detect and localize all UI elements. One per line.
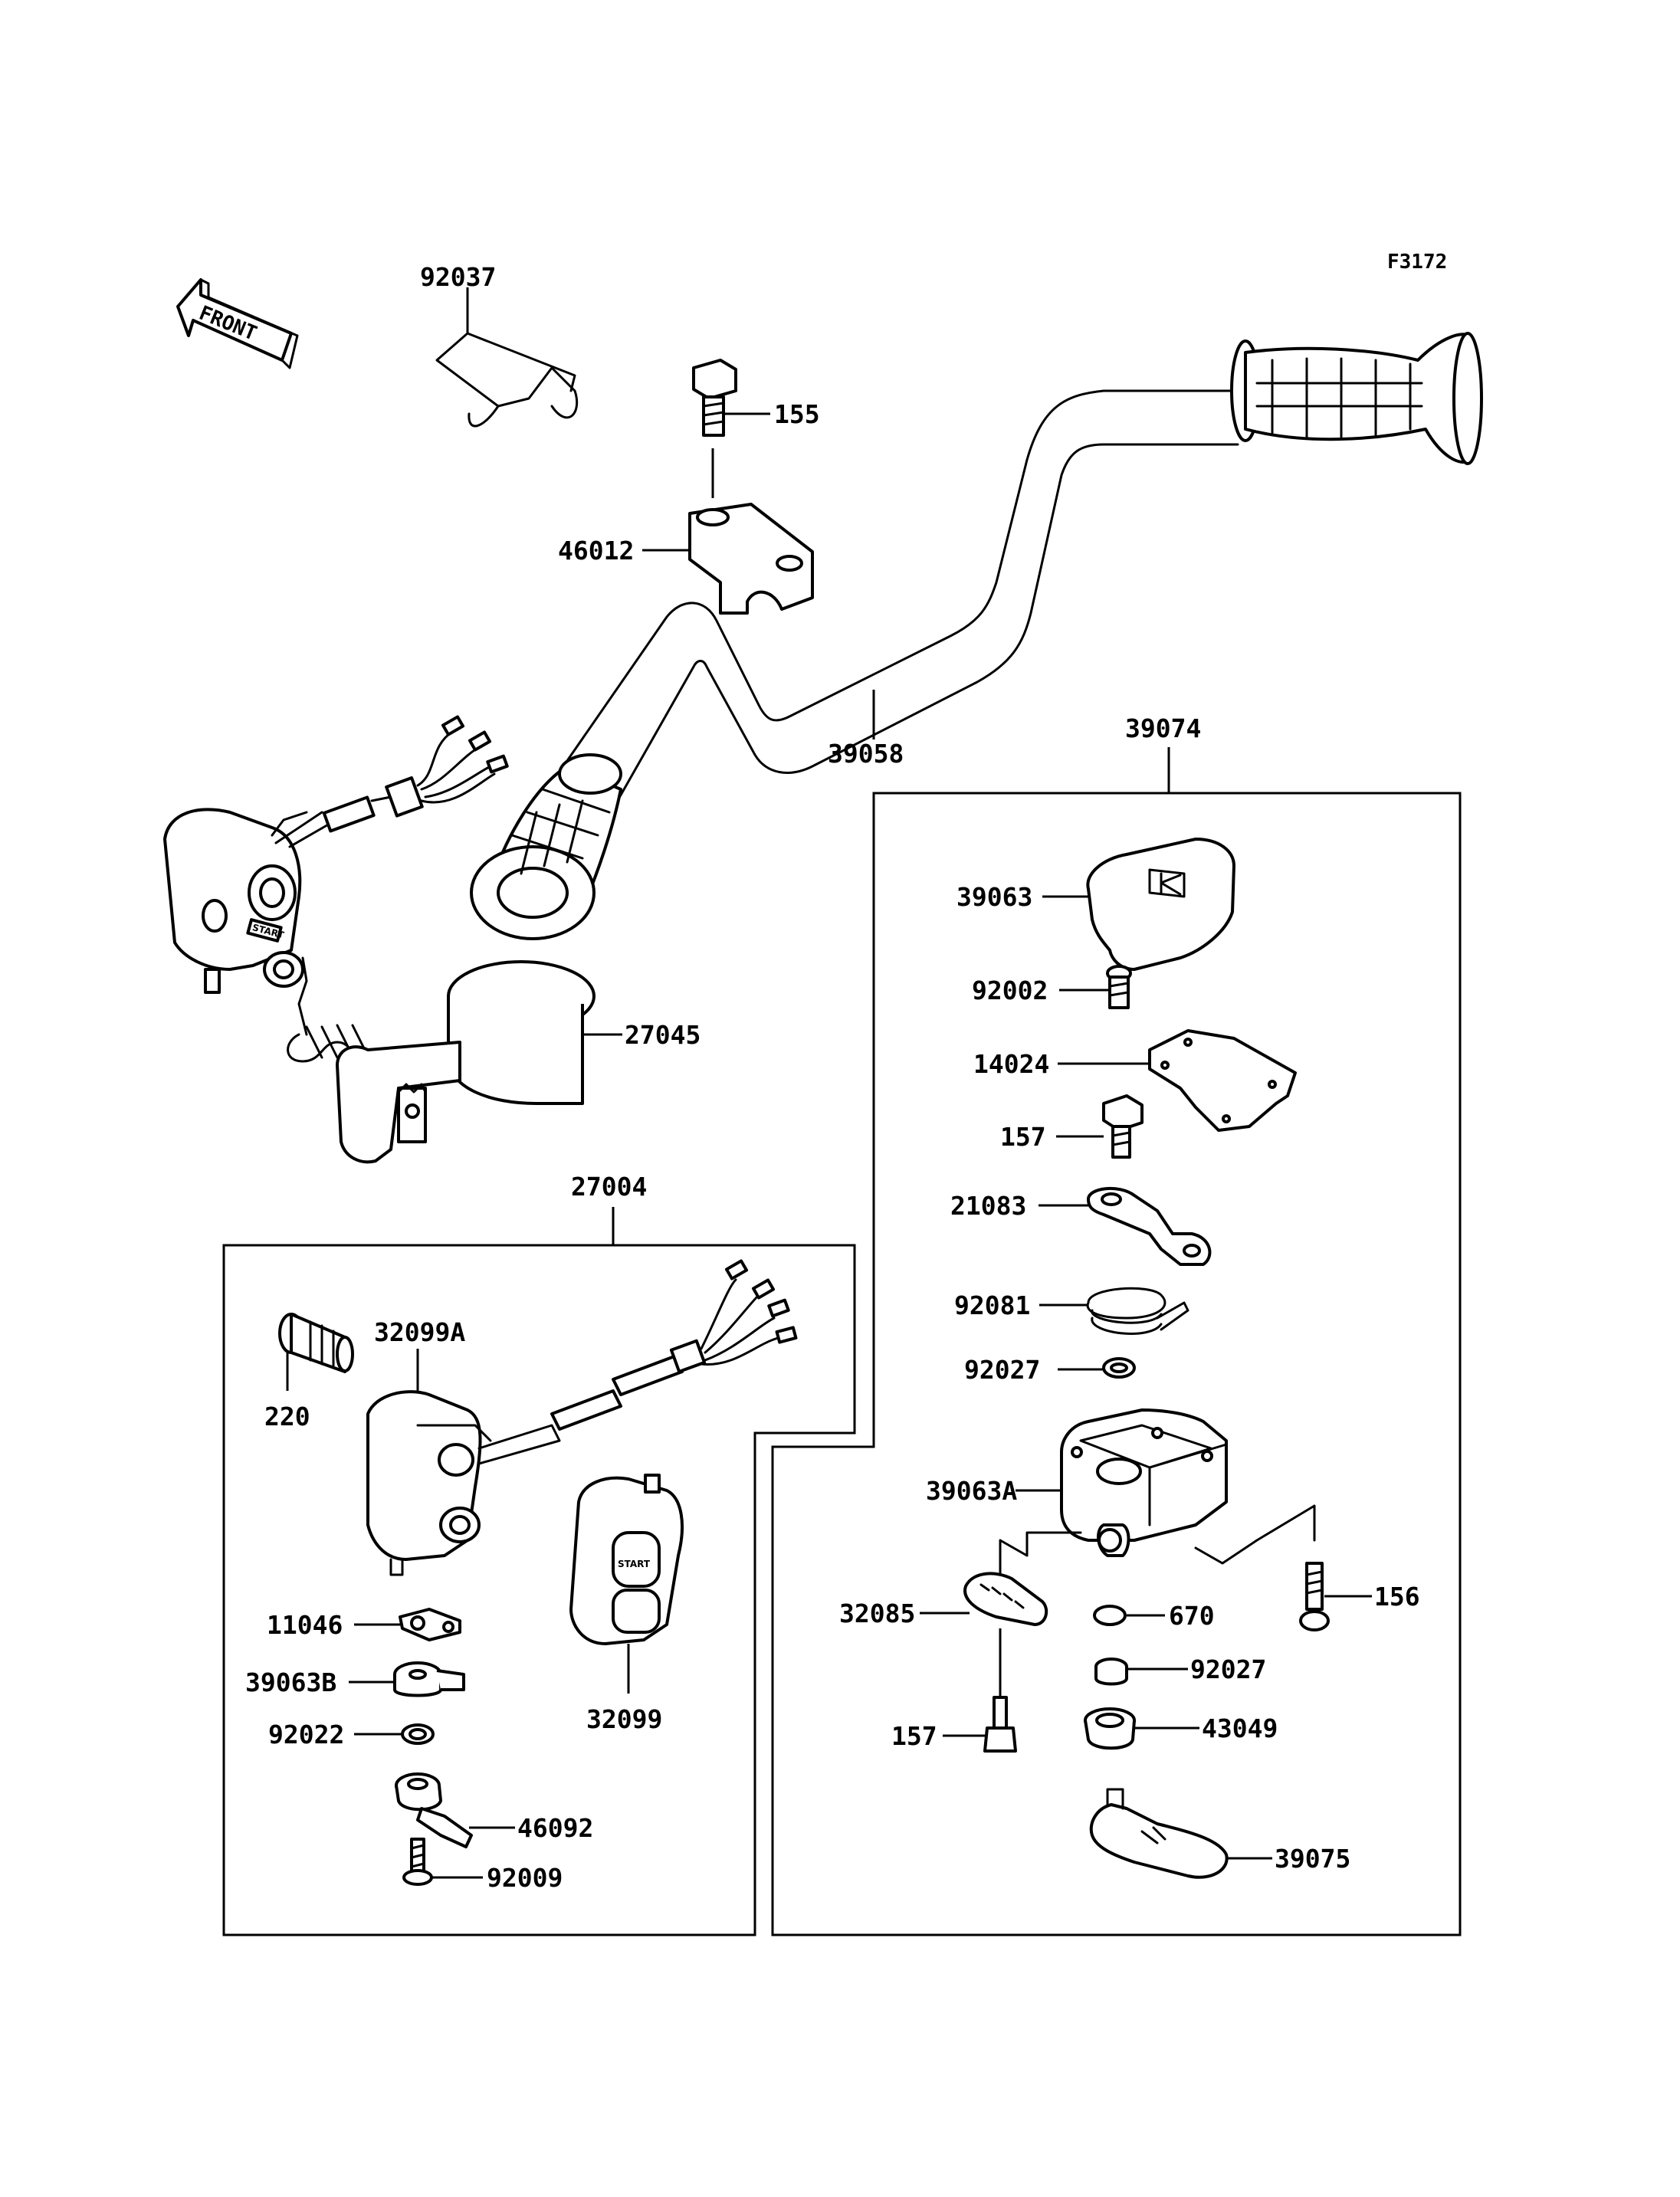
label-32099A: 32099A: [374, 1317, 465, 1347]
switch-cover-32099: START: [569, 1474, 684, 1645]
label-92037: 92037: [420, 262, 496, 292]
label-92022: 92022: [268, 1720, 344, 1749]
label-157-top: 157: [1000, 1122, 1046, 1152]
figure-id: F3172: [1387, 251, 1447, 274]
screw-156: [1299, 1562, 1330, 1631]
label-27045: 27045: [625, 1020, 701, 1050]
label-14024: 14024: [973, 1049, 1049, 1079]
housing-cover-39063: [1086, 838, 1235, 971]
cover-bracket-27045: [336, 960, 596, 1164]
washer-92027-bottom: [1094, 1658, 1128, 1686]
washer-92022: [401, 1723, 435, 1745]
label-39074: 39074: [1125, 713, 1201, 743]
handlebar-39058: [562, 389, 1239, 810]
right-grip: [1230, 332, 1483, 465]
label-32099: 32099: [586, 1704, 662, 1734]
front-arrow-icon: FRONT: [176, 278, 299, 369]
cam-32085: [963, 1572, 1048, 1626]
o-ring-670: [1093, 1605, 1127, 1626]
group-box-39074: [771, 792, 1462, 1936]
label-43049: 43049: [1202, 1713, 1278, 1743]
label-39075: 39075: [1275, 1844, 1350, 1874]
seal-43049: [1084, 1707, 1136, 1750]
label-21083: 21083: [950, 1191, 1026, 1221]
label-27004: 27004: [571, 1172, 647, 1202]
label-39063B: 39063B: [245, 1667, 336, 1697]
left-switch-assembly: START: [163, 715, 509, 1063]
label-156: 156: [1374, 1582, 1420, 1612]
left-grip: [470, 753, 622, 940]
throttle-lever-46092: [395, 1772, 473, 1848]
label-157-bottom: 157: [891, 1721, 937, 1751]
bracket-21083: [1087, 1186, 1212, 1266]
label-46092: 46092: [517, 1813, 593, 1843]
label-39063: 39063: [956, 882, 1032, 912]
gasket-14024: [1148, 1029, 1297, 1132]
bolt-157-top: [1102, 1094, 1144, 1159]
label-92027-bottom: 92027: [1190, 1654, 1266, 1684]
spring-92081: [1086, 1287, 1189, 1335]
group-box-27004: [222, 1244, 856, 1936]
label-92081: 92081: [954, 1290, 1030, 1320]
bolt-157-bottom: [983, 1696, 1017, 1753]
label-46012: 46012: [558, 536, 634, 566]
wire-clip-92037: [435, 332, 579, 428]
switch-housing-32099A: [366, 1259, 798, 1576]
label-39058: 39058: [828, 739, 904, 769]
label-92027-top: 92027: [964, 1355, 1040, 1385]
label-92002: 92002: [972, 976, 1048, 1005]
label-670: 670: [1169, 1601, 1215, 1631]
throttle-housing-39063A: [1060, 1408, 1228, 1557]
label-39063A: 39063A: [926, 1476, 1017, 1506]
screw-92009: [402, 1838, 433, 1886]
label-155: 155: [774, 399, 820, 429]
handlebar-clamp-46012: [688, 503, 814, 615]
start-decal-2: START: [618, 1559, 651, 1569]
bolt-220: [278, 1313, 354, 1373]
label-11046: 11046: [267, 1610, 343, 1640]
bolt-155: [692, 359, 737, 437]
plate-11046: [399, 1608, 461, 1641]
label-32085: 32085: [839, 1599, 915, 1628]
collar-39063B: [393, 1661, 465, 1697]
label-92009: 92009: [487, 1863, 563, 1893]
throttle-lever-39075: [1089, 1788, 1229, 1879]
washer-92027-top: [1102, 1357, 1136, 1379]
screw-92002: [1106, 965, 1132, 1009]
label-220: 220: [264, 1402, 310, 1431]
